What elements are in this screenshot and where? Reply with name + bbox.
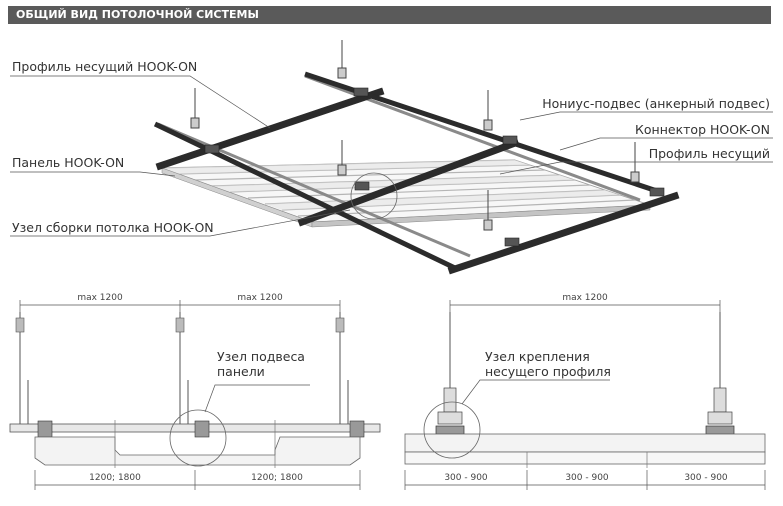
left-node-circle <box>169 409 227 467</box>
right-hangers <box>449 312 721 390</box>
label-profile-hook-on: Профиль несущий HOOK-ON <box>12 59 197 74</box>
label-connector: Коннектор HOOK-ON <box>635 122 770 137</box>
right-node-label-1: Узел крепления <box>485 349 590 364</box>
right-dim-bottom-2: 300 - 900 <box>565 473 609 483</box>
left-section-detail: max 1200 max 1200 Уз <box>9 293 381 490</box>
label-nonius-hanger: Нониус-подвес (анкерный подвес) <box>542 96 770 111</box>
right-section-detail: max 1200 Узел крепления несущего профиля <box>404 293 766 490</box>
left-panel-profile <box>34 436 361 466</box>
section-title: ОБЩИЙ ВИД ПОТОЛОЧНОЙ СИСТЕМЫ <box>8 6 771 24</box>
label-profile: Профиль несущий <box>649 146 770 161</box>
right-node-circle <box>423 401 481 459</box>
isometric-view <box>10 40 773 275</box>
right-dim-bottom-3: 300 - 900 <box>684 473 728 483</box>
label-panel: Панель HOOK-ON <box>12 155 124 170</box>
assembly-node-circle <box>350 172 398 220</box>
right-bottom-dimension <box>404 470 766 490</box>
right-panel-top <box>404 433 766 453</box>
right-dim-top: max 1200 <box>562 293 608 303</box>
right-node-label-2: несущего профиля <box>485 364 611 379</box>
right-top-dimension <box>449 300 721 312</box>
right-panel-bottom <box>404 451 766 465</box>
left-bottom-dimension <box>34 470 361 490</box>
nonius-hangers <box>190 40 640 231</box>
right-hanger-brackets <box>437 387 733 425</box>
left-dim-top-1: max 1200 <box>77 293 123 303</box>
left-dim-top-2: max 1200 <box>237 293 283 303</box>
label-assembly-node: Узел сборки потолка HOOK-ON <box>12 220 214 235</box>
left-dim-bottom-2: 1200; 1800 <box>251 473 303 483</box>
left-dim-bottom-1: 1200; 1800 <box>89 473 141 483</box>
left-node-label-2: панели <box>217 364 265 379</box>
right-carrier-profiles <box>435 425 735 435</box>
connectors <box>204 87 665 247</box>
left-node-label-1: Узел подвеса <box>217 349 305 364</box>
left-top-dimension <box>19 300 341 312</box>
right-dim-bottom-1: 300 - 900 <box>444 473 488 483</box>
leader-lines <box>10 75 773 237</box>
